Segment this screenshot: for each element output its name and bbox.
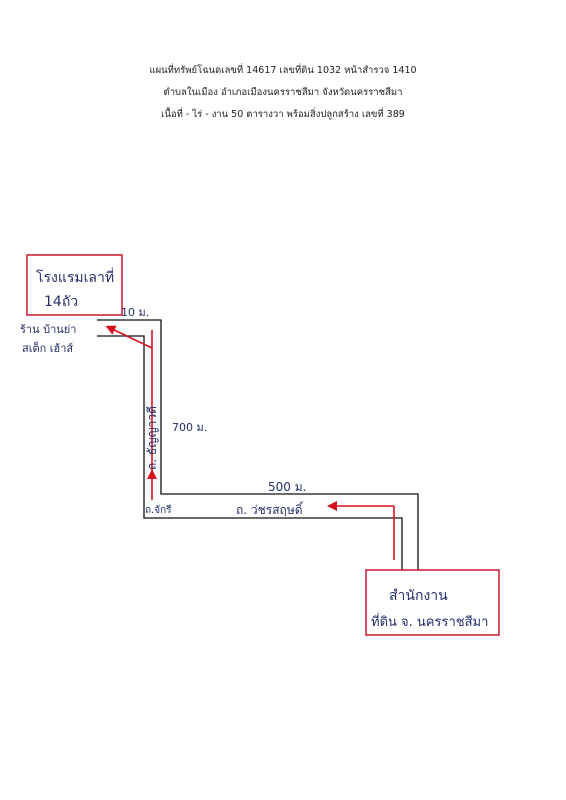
hotel-number: 14ถัว (44, 294, 78, 310)
distance-700m: 700 ม. (172, 421, 207, 434)
road-outline-inner (97, 335, 403, 570)
distance-500m: 500 ม. (268, 480, 306, 494)
road-label-horizontal: ถ. ว่ชรสฤษดิ์ (236, 501, 304, 517)
shop-name: ร้าน บ้านย่า (20, 323, 76, 336)
office-location: ที่ดิน จ. นครราชสีมา (371, 613, 488, 630)
road-label-vertical: ถ. ธัญญาวดี (145, 406, 159, 470)
header-title: แผนที่ทรัพย์โฉนดเลขที่ 14617 เลขที่ดิน 1… (149, 65, 417, 76)
route-arrow-to-hotel (105, 325, 153, 349)
shop-name-2: สเต็ก เฮ้าส์ (22, 341, 73, 355)
distance-10m: 10 ม. (121, 306, 149, 319)
header-location: ตำบลในเมือง อำเภอเมืองนครราชสีมา จังหวัด… (163, 87, 403, 98)
road-label-junction: ถ.จักรี (145, 504, 172, 516)
office-name: สำนักงาน (389, 588, 448, 604)
road-outline-outer (97, 319, 419, 570)
map-header: แผนที่ทรัพย์โฉนดเลขที่ 14617 เลขที่ดิน 1… (0, 60, 566, 126)
hotel-name: โรงแรมเลาที่ (36, 268, 114, 286)
header-area: เนื้อที่ - ไร่ - งาน 50 ตารางวา พร้อมสิ่… (161, 109, 405, 120)
office-box (365, 569, 500, 636)
hotel-box (26, 254, 123, 316)
